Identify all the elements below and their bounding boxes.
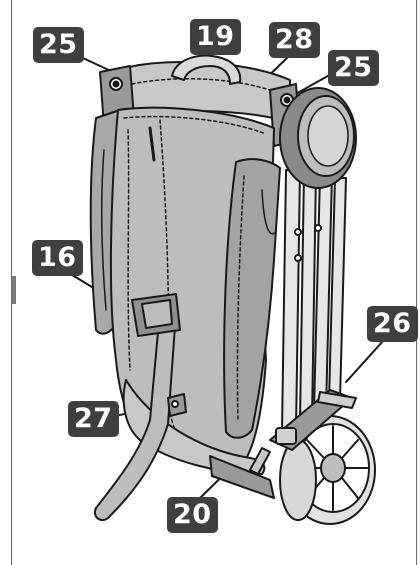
leader-26: [345, 340, 384, 383]
rear-axle: [269, 389, 357, 451]
callout-19: 19: [190, 19, 241, 55]
front-wheel-disc: [279, 87, 357, 189]
leader-25-right: [291, 71, 336, 97]
frame-hole-2: [314, 224, 322, 232]
callout-20: 20: [167, 497, 218, 533]
basket-fabric: [122, 379, 266, 475]
seat-panel-right: [223, 158, 281, 439]
strap-hook: [167, 393, 187, 417]
carry-strap: [94, 309, 177, 522]
rear-frame: [281, 169, 347, 431]
callout-25-right: 25: [328, 50, 379, 86]
rear-wheel-left: [279, 439, 317, 521]
frame-edge-tab: [12, 276, 16, 304]
strap-buckle: [131, 293, 181, 337]
callout-25-left: 25: [33, 27, 84, 63]
frame-hole-1: [294, 228, 302, 236]
callout-16: 16: [32, 240, 83, 276]
carry-handle: [171, 54, 242, 85]
callout-28: 28: [269, 22, 320, 58]
callout-27: 27: [68, 401, 119, 437]
frame-tube-1: [281, 169, 301, 431]
frame-hole-3: [294, 254, 302, 262]
lower-brace: [209, 447, 275, 499]
frame-tube-2: [299, 171, 317, 421]
callout-26: 26: [367, 306, 418, 342]
